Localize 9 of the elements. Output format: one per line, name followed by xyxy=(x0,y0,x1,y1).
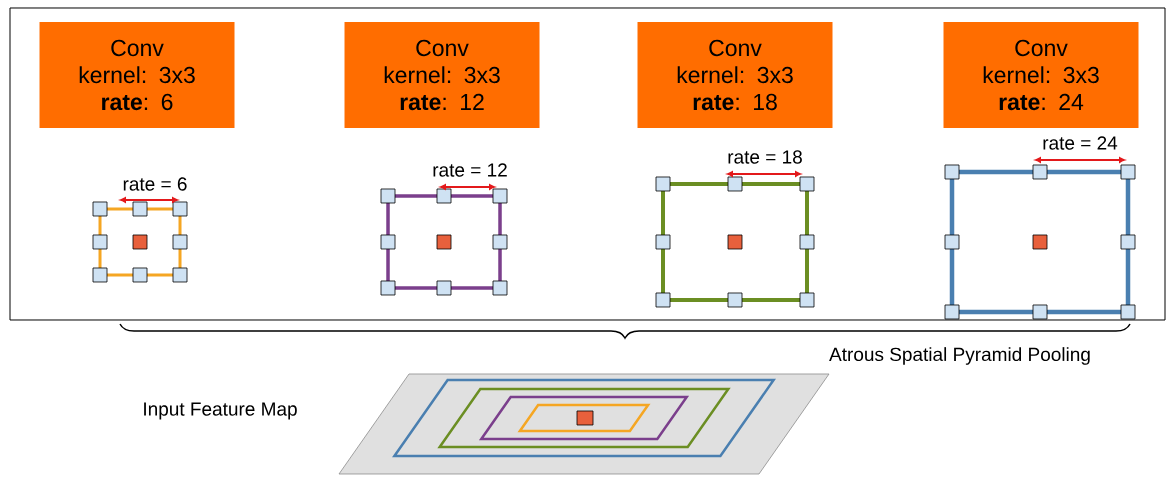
rate-label: rate = 18 xyxy=(728,150,802,164)
conv-box: Conv kernel: 3x3 rate: 18 xyxy=(637,22,833,128)
conv-box: Conv kernel: 3x3 rate: 12 xyxy=(344,22,540,128)
map-label: Input Feature Map xyxy=(144,402,297,420)
conv-box: Conv kernel: 3x3 rate: 6 xyxy=(39,22,235,128)
rate-label: rate = 12 xyxy=(433,163,507,177)
conv-box: Conv kernel: 3x3 rate: 24 xyxy=(943,22,1139,128)
rate-label: rate = 6 xyxy=(123,177,187,191)
section-label: Atrous Spatial Pyramid Pooling xyxy=(829,347,1090,365)
